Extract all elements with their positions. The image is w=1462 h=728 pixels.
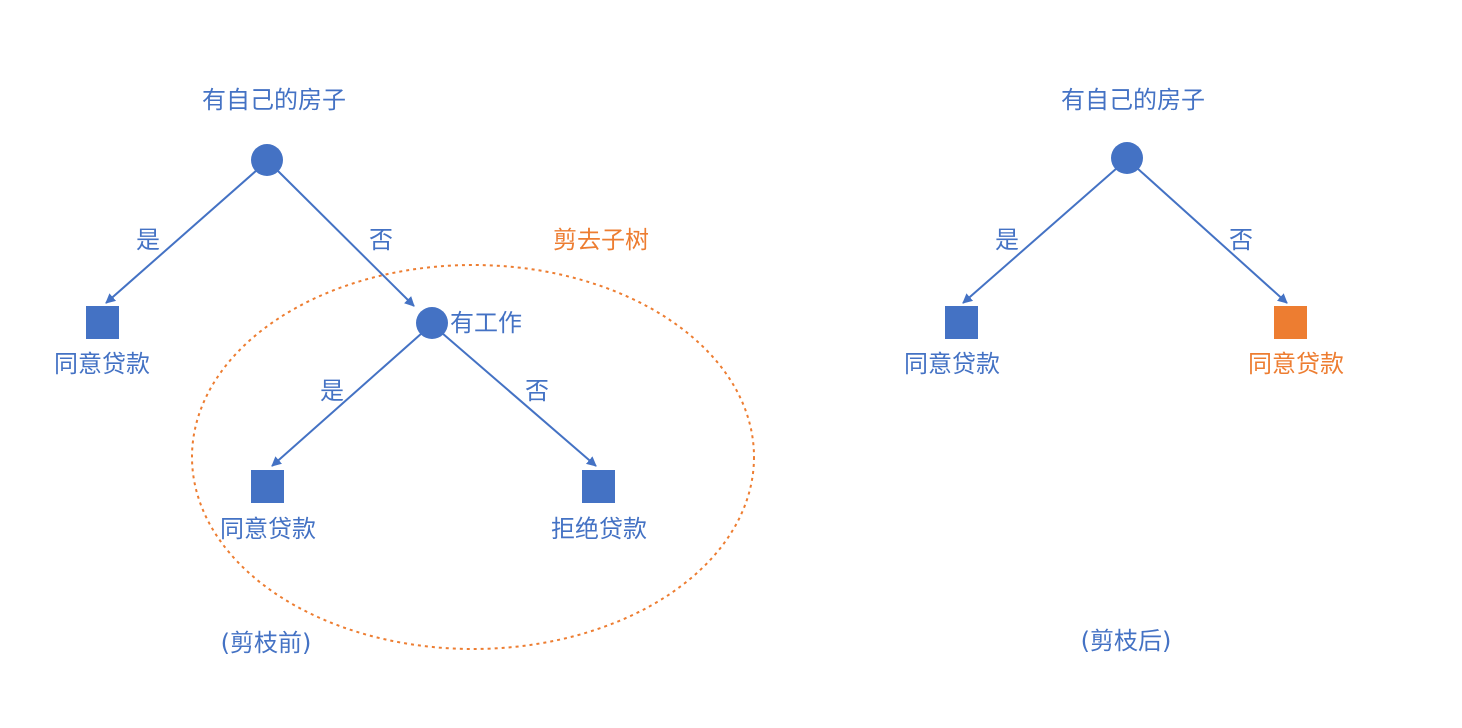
edge-sub-no: [441, 332, 597, 467]
sub-root-label: 有工作: [450, 309, 522, 337]
sub-leaf-left-label: 同意贷款: [220, 515, 316, 543]
root-node: [251, 144, 283, 176]
edge-root-no: [276, 169, 415, 307]
edge-no-label: 否: [369, 226, 393, 254]
tree-before-pruning: 有自己的房子 是 否 剪去子树 同意贷款 有工作 是 否 同意贷款 拒绝贷款 (…: [54, 86, 755, 657]
root-label: 有自己的房子: [1061, 86, 1205, 114]
caption-before: (剪枝前): [221, 629, 312, 657]
sub-leaf-node-right: [582, 470, 615, 503]
leaf-node-right-pruned: [1274, 306, 1307, 339]
sub-root-node: [416, 307, 448, 339]
sub-edge-yes-label: 是: [320, 377, 344, 405]
leaf-left-label: 同意贷款: [54, 350, 150, 378]
leaf-right-label: 同意贷款: [1248, 350, 1344, 378]
edge-sub-yes: [271, 332, 423, 467]
sub-leaf-right-label: 拒绝贷款: [551, 515, 647, 543]
edge-root-yes: [105, 169, 258, 304]
caption-after: (剪枝后): [1081, 627, 1172, 655]
pruned-subtree-ellipse: [191, 264, 755, 650]
leaf-node-left: [945, 306, 978, 339]
leaf-left-label: 同意贷款: [904, 350, 1000, 378]
edge-root-yes: [962, 167, 1118, 304]
sub-edge-no-label: 否: [525, 377, 549, 405]
edge-yes-label: 是: [136, 226, 160, 254]
edge-no-label: 否: [1229, 226, 1253, 254]
root-node: [1111, 142, 1143, 174]
sub-leaf-node-left: [251, 470, 284, 503]
edge-yes-label: 是: [995, 226, 1019, 254]
root-label: 有自己的房子: [202, 86, 346, 114]
edge-root-no: [1136, 167, 1288, 304]
leaf-node-left: [86, 306, 119, 339]
pruned-subtree-label: 剪去子树: [553, 226, 649, 254]
tree-after-pruning: 有自己的房子 是 否 同意贷款 同意贷款 (剪枝后): [904, 86, 1344, 655]
